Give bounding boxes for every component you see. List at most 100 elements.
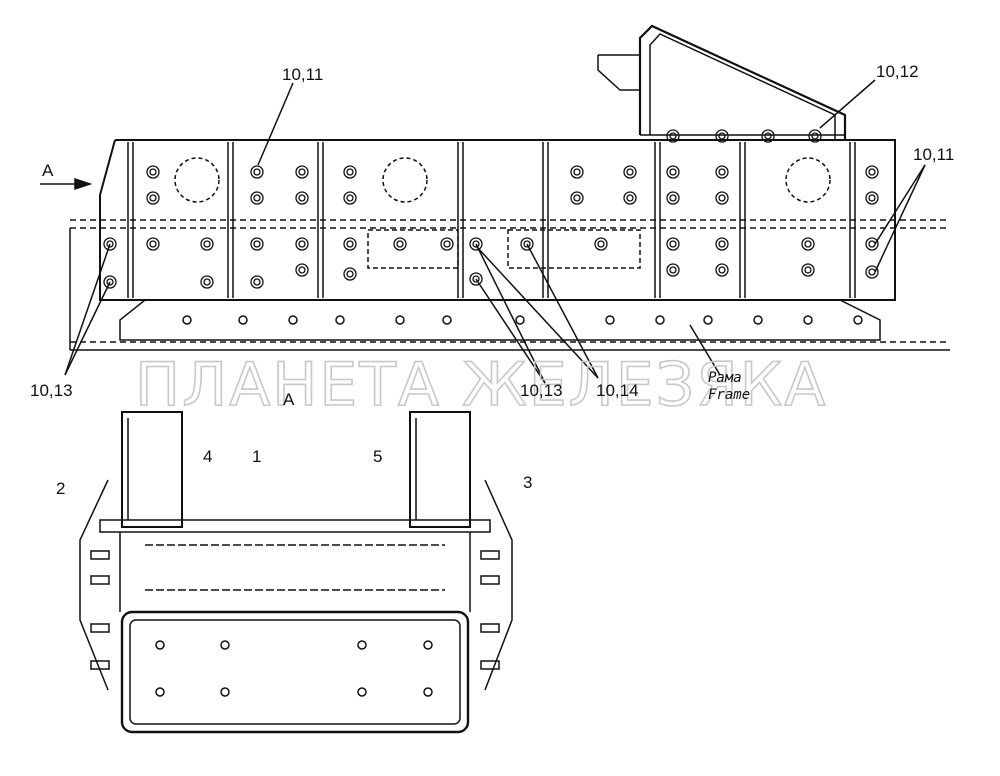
bolt-core — [811, 132, 819, 140]
bolt-core — [149, 168, 157, 176]
bolt — [480, 550, 500, 560]
bolt — [865, 265, 879, 279]
bolt — [480, 660, 500, 670]
bolt — [865, 165, 879, 179]
bolt — [666, 129, 680, 143]
bolt-core — [718, 194, 726, 202]
part-1: 1 — [252, 447, 261, 466]
bolt-core — [718, 168, 726, 176]
bolt — [715, 165, 729, 179]
bolt-core — [298, 240, 306, 248]
hole — [703, 315, 713, 325]
strip-holes — [182, 315, 863, 325]
callout-10-12: 10,12 — [876, 62, 919, 81]
bolt — [480, 623, 500, 633]
hole — [220, 640, 230, 650]
bolt — [146, 191, 160, 205]
bolt-core — [868, 194, 876, 202]
bolt — [146, 237, 160, 251]
bolt-core — [718, 132, 726, 140]
hole — [753, 315, 763, 325]
bolt — [520, 237, 534, 251]
part-2: 2 — [56, 479, 65, 498]
watermark: ПЛАНЕТА ЖЕЛЕЗЯКА — [135, 350, 827, 420]
bolt-core — [804, 266, 812, 274]
bolt — [865, 237, 879, 251]
hole — [220, 687, 230, 697]
hole — [803, 315, 813, 325]
bolt-core — [106, 240, 114, 248]
bolt-core — [669, 194, 677, 202]
bolt — [343, 237, 357, 251]
bolt — [570, 191, 584, 205]
bracket-2 — [79, 479, 109, 691]
bolt-core — [149, 194, 157, 202]
bolt-core — [149, 240, 157, 248]
bolt — [343, 191, 357, 205]
bolt — [715, 237, 729, 251]
bolt-core — [298, 266, 306, 274]
bolt — [623, 191, 637, 205]
bolt-core — [203, 278, 211, 286]
bolt — [666, 165, 680, 179]
bolt — [666, 263, 680, 277]
bolt — [295, 263, 309, 277]
bolt-core — [626, 168, 634, 176]
hole — [357, 640, 367, 650]
bolt-core — [718, 266, 726, 274]
hole — [288, 315, 298, 325]
bolt — [250, 237, 264, 251]
side-view — [40, 24, 950, 384]
bolt-core — [253, 278, 261, 286]
bolt — [90, 660, 110, 670]
hole — [238, 315, 248, 325]
hole — [423, 687, 433, 697]
bolt-core — [868, 268, 876, 276]
bolt-core — [868, 240, 876, 248]
hole — [155, 687, 165, 697]
part-3: 3 — [523, 473, 532, 492]
bolt — [250, 275, 264, 289]
bolt — [440, 237, 454, 251]
hole — [605, 315, 615, 325]
bolt — [295, 191, 309, 205]
bolt-core — [573, 194, 581, 202]
bolt — [666, 237, 680, 251]
bolt — [761, 129, 775, 143]
bolt — [103, 275, 117, 289]
view-arrow-label: A — [42, 161, 54, 180]
bolt-core — [253, 194, 261, 202]
callout-10-14: 10,14 — [596, 381, 639, 400]
bolt-core — [472, 275, 480, 283]
bolt-core — [669, 266, 677, 274]
bolts — [103, 129, 879, 289]
bolt-core — [298, 194, 306, 202]
callout-10-13-left: 10,13 — [30, 381, 73, 400]
bolt — [715, 191, 729, 205]
bolt — [801, 263, 815, 277]
bolt-core — [253, 240, 261, 248]
end-holes — [90, 550, 500, 697]
bolt-core — [106, 278, 114, 286]
callout-10-13-mid: 10,13 — [520, 381, 563, 400]
bolt-core — [626, 194, 634, 202]
bolt-core — [346, 194, 354, 202]
bolt-core — [253, 168, 261, 176]
bolt-core — [669, 240, 677, 248]
part-4: 4 — [203, 447, 212, 466]
bolt-core — [443, 240, 451, 248]
bolt-core — [396, 240, 404, 248]
bolt — [715, 263, 729, 277]
mounting-strip — [119, 299, 881, 341]
hole — [335, 315, 345, 325]
bolt — [200, 275, 214, 289]
bolt-core — [573, 168, 581, 176]
bolt-core — [523, 240, 531, 248]
bolt-core — [298, 168, 306, 176]
bolt — [295, 237, 309, 251]
callout-10-11-top: 10,11 — [282, 65, 323, 84]
bolt — [90, 550, 110, 560]
callout-10-11-right: 10,11 — [913, 145, 954, 164]
bolt — [808, 129, 822, 143]
end-view — [79, 411, 513, 734]
